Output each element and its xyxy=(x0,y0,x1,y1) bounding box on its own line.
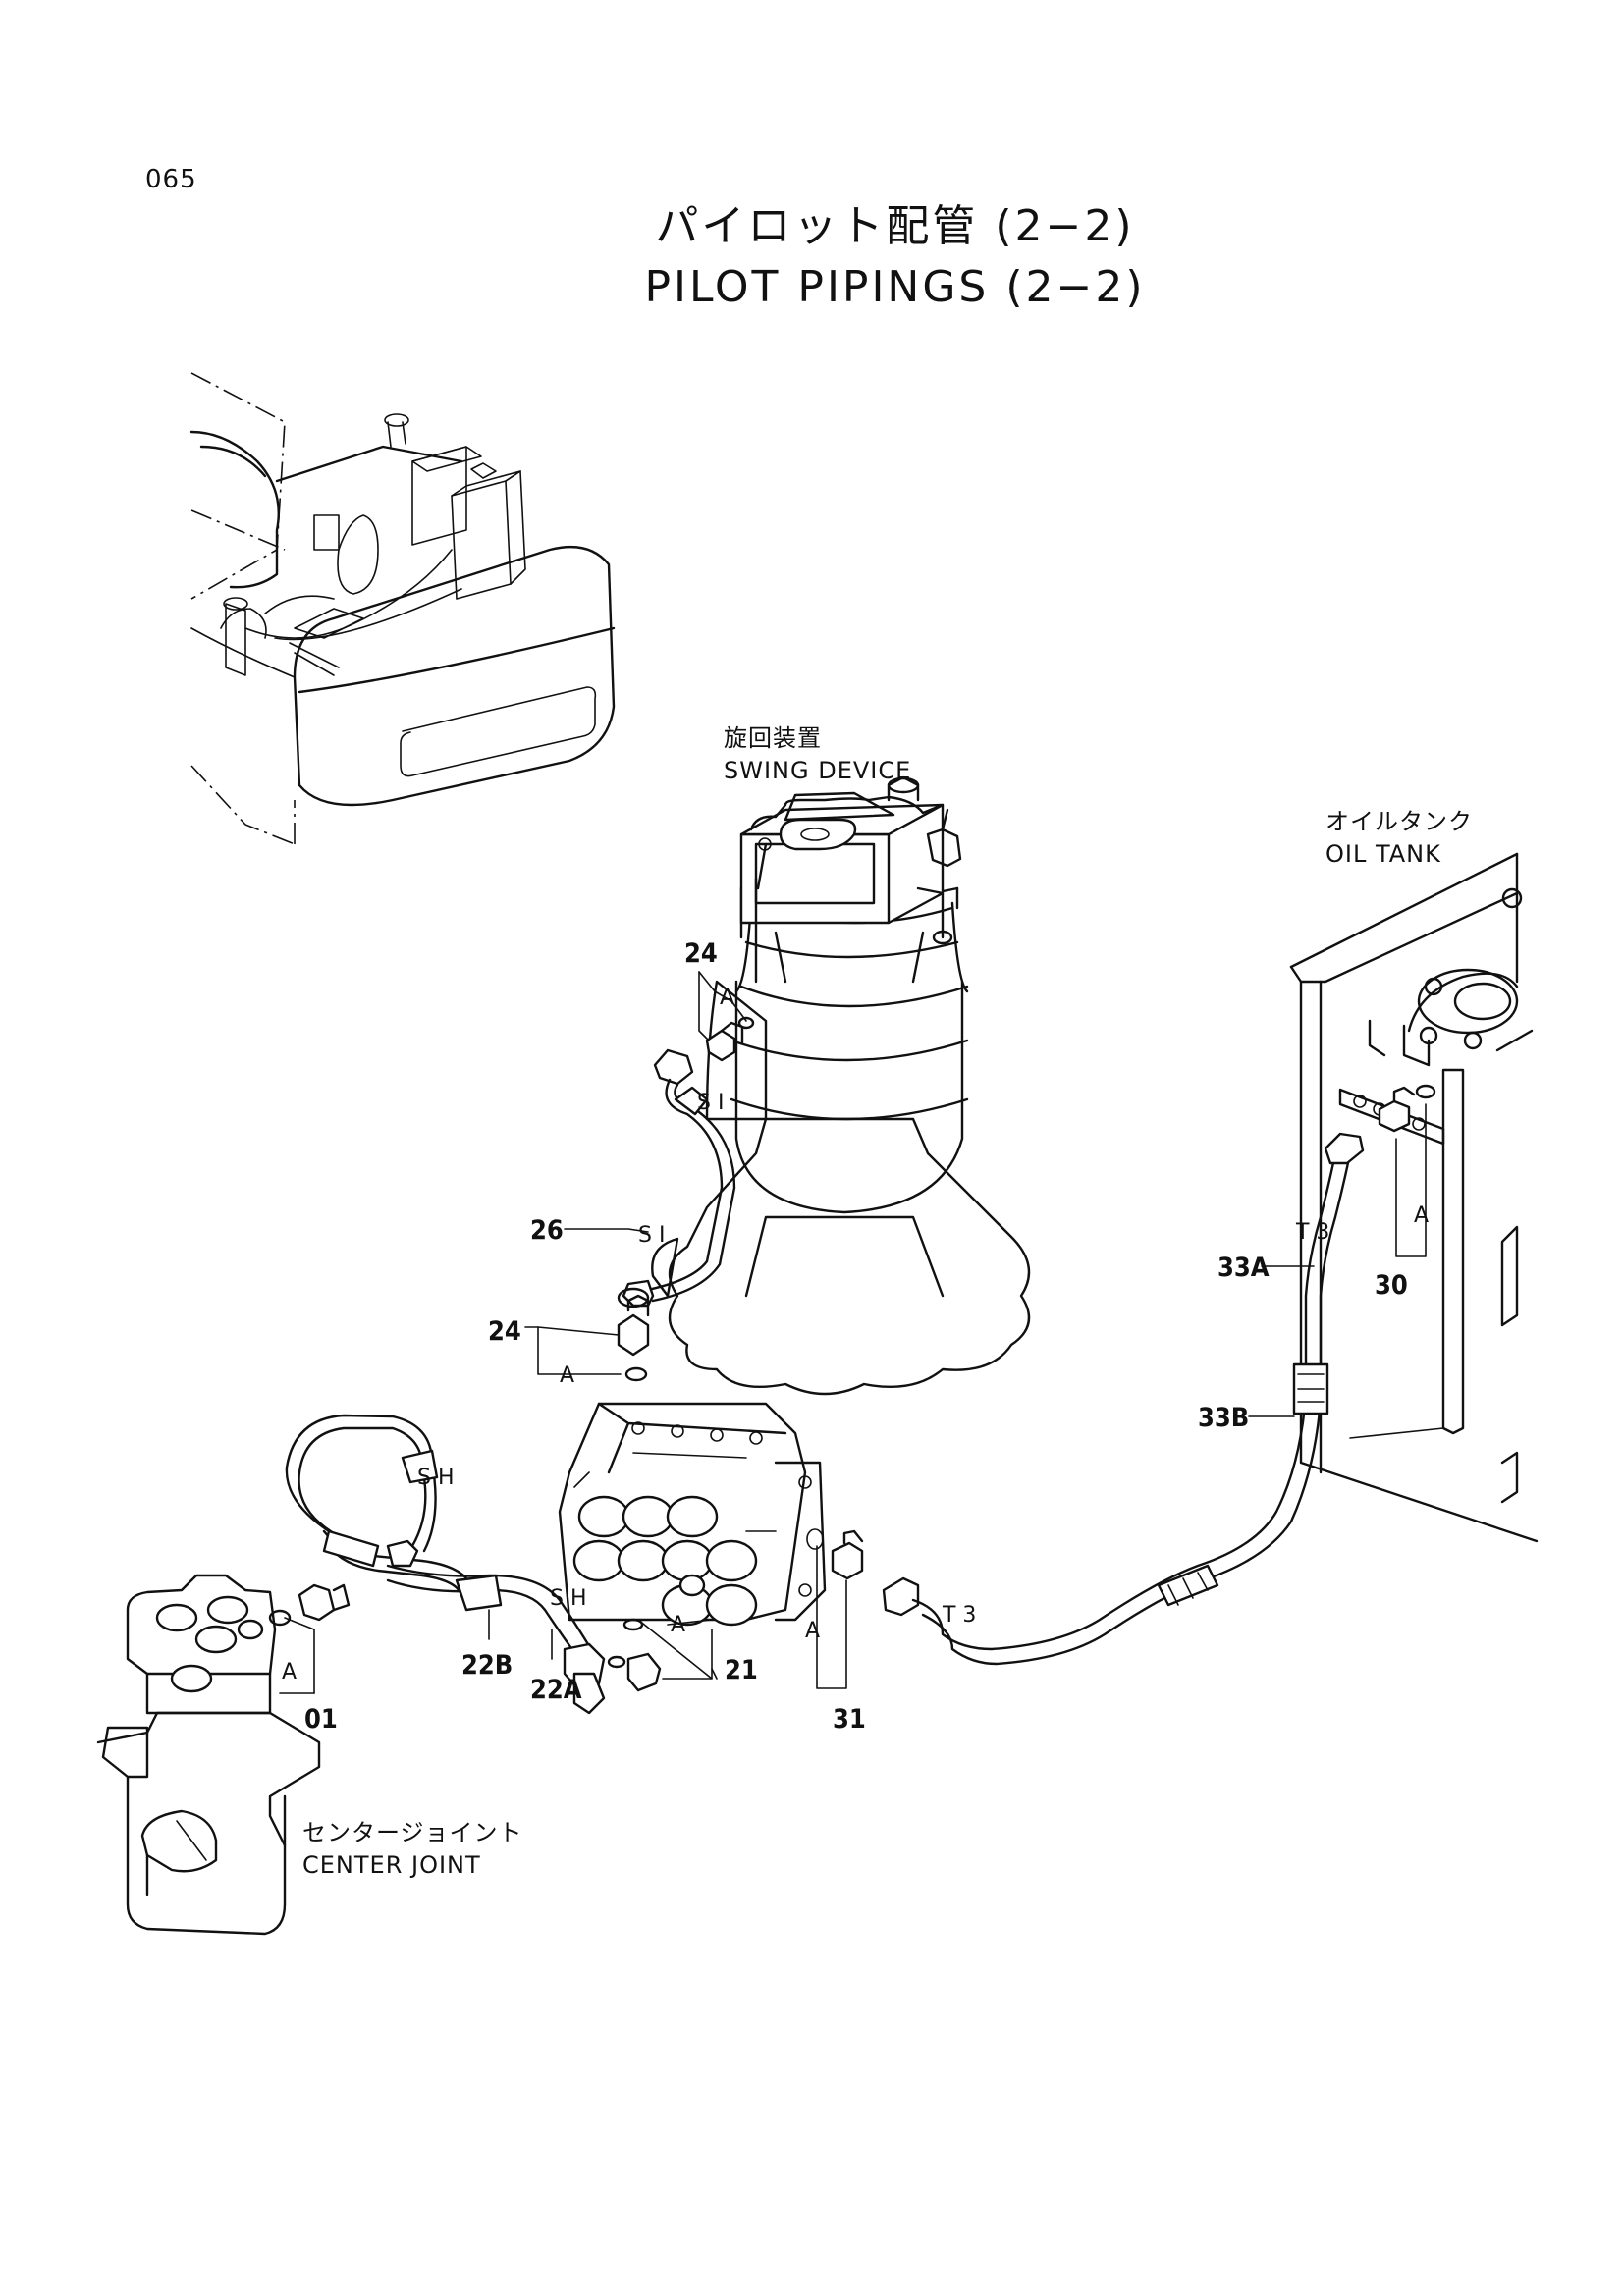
hoses-and-fittings xyxy=(268,1016,1436,1715)
callout-26: 26 xyxy=(530,1215,564,1246)
mark-t3: T 3 xyxy=(942,1603,976,1628)
callout-33B: 33B xyxy=(1198,1403,1249,1433)
mark-a: A xyxy=(805,1619,820,1643)
label-center-joint-en: CENTER JOINT xyxy=(302,1851,481,1879)
callout-01: 01 xyxy=(304,1704,338,1735)
mark-sh: S H xyxy=(417,1466,455,1490)
label-swing-device-jp: 旋回装置 xyxy=(724,724,822,752)
callout-24-top: 24 xyxy=(684,938,718,969)
mark-a: A xyxy=(560,1363,574,1388)
callout-31: 31 xyxy=(833,1704,866,1735)
part-callouts: 24 26 24 01 22B 22A 21 31 30 33A 33B xyxy=(304,938,1408,1735)
title-japanese: パイロット配管 (2−2) xyxy=(655,201,1135,251)
upper-structure-drawing xyxy=(189,372,616,845)
callout-22A: 22A xyxy=(530,1675,582,1705)
callout-24-mid: 24 xyxy=(488,1316,521,1347)
callout-21: 21 xyxy=(725,1655,758,1685)
component-labels: 旋回装置 SWING DEVICE オイルタンク OIL TANK センタージョ… xyxy=(302,724,1473,1879)
page-number: 065 xyxy=(145,165,197,194)
label-center-joint-jp: センタージョイント xyxy=(302,1819,523,1846)
title-english: PILOT PIPINGS (2−2) xyxy=(644,262,1146,312)
mark-a: A xyxy=(282,1660,297,1684)
mark-si: S I xyxy=(638,1223,665,1248)
mark-t3: T 3 xyxy=(1295,1220,1329,1245)
mark-sh: S H xyxy=(550,1586,587,1611)
leader-lines xyxy=(279,971,1427,1694)
center-joint-drawing xyxy=(96,1574,321,1936)
detail-marks: A A A A A A S I S I S H S H T 3 T 3 xyxy=(282,986,1429,1684)
label-oil-tank-en: OIL TANK xyxy=(1325,840,1441,868)
label-oil-tank-jp: オイルタンク xyxy=(1325,808,1473,835)
swing-device-drawing xyxy=(651,775,1031,1396)
label-swing-device-en: SWING DEVICE xyxy=(724,757,911,784)
oil-tank-drawing xyxy=(1289,852,1539,1543)
mark-si: S I xyxy=(697,1091,724,1115)
pilot-valve-block-drawing xyxy=(558,1402,827,1627)
callout-33A: 33A xyxy=(1217,1253,1270,1283)
callout-30: 30 xyxy=(1375,1270,1408,1301)
title-block: パイロット配管 (2−2) PILOT PIPINGS (2−2) xyxy=(0,196,1623,318)
mark-a: A xyxy=(671,1613,685,1637)
mark-a: A xyxy=(1414,1203,1429,1228)
callout-22B: 22B xyxy=(461,1650,513,1681)
mark-a: A xyxy=(720,986,734,1010)
valve-ports xyxy=(572,1495,758,1627)
